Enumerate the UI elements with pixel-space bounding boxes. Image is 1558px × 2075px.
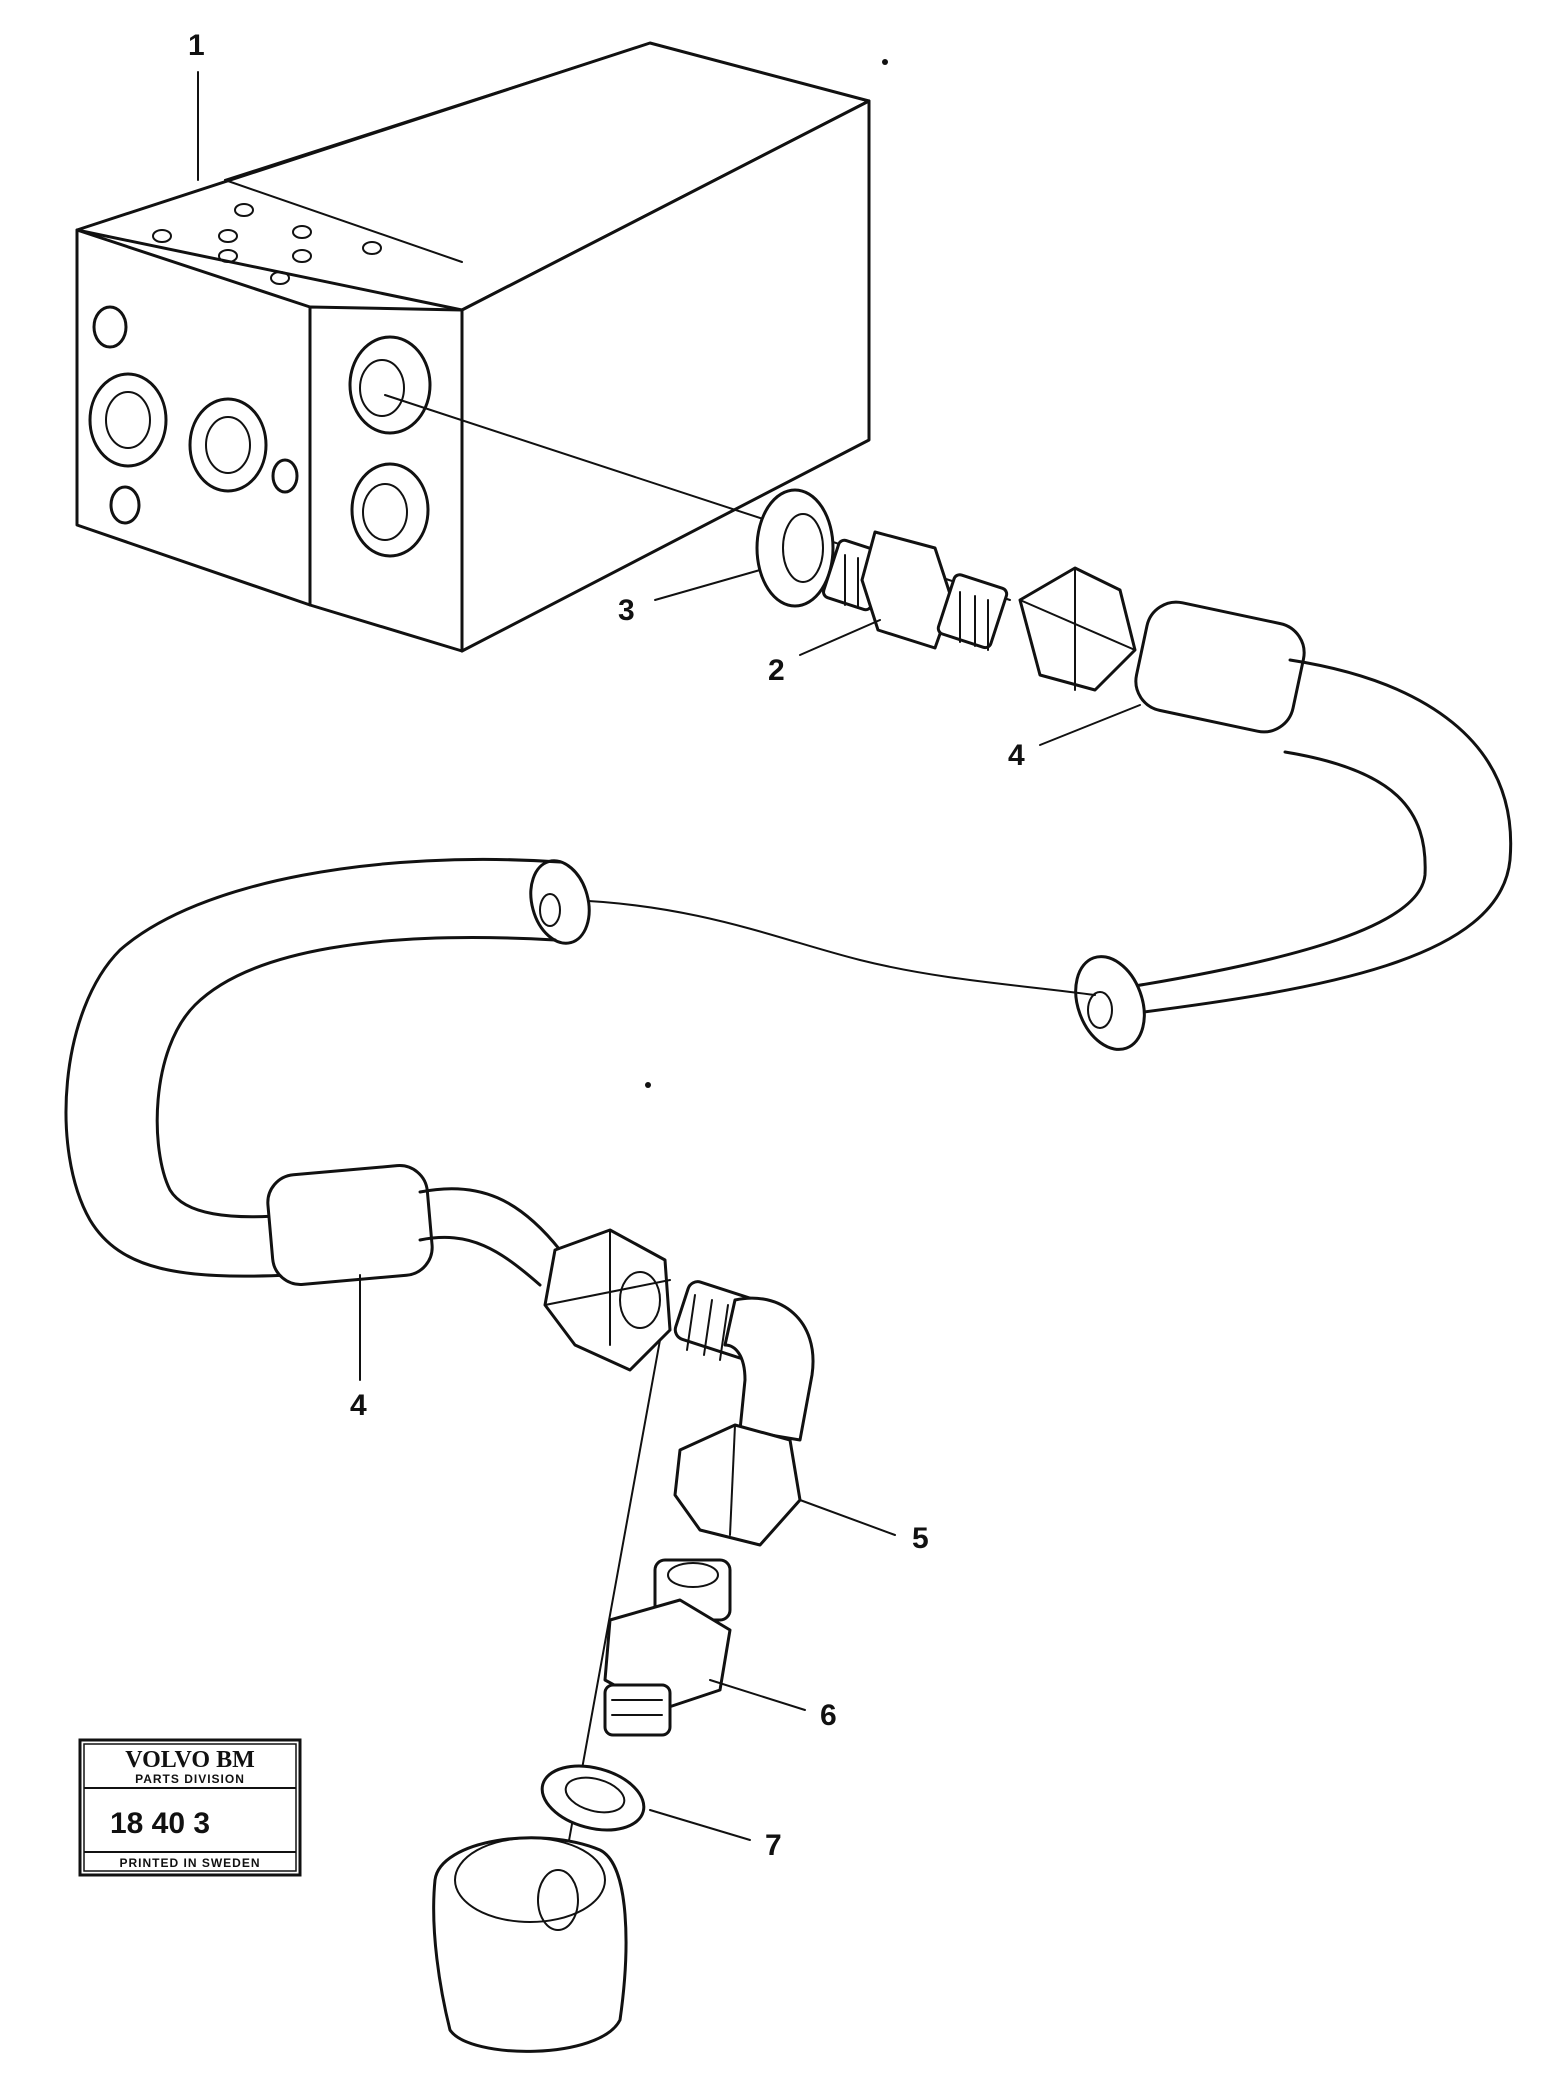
label-part-4-lower: 4	[350, 1389, 367, 1422]
adapter-nipple-lower	[603, 1558, 732, 1737]
stamp-division: PARTS DIVISION	[135, 1772, 245, 1786]
speck	[882, 59, 888, 65]
receiving-port	[432, 1836, 628, 2053]
label-part-2: 2	[768, 654, 785, 687]
stamp-printed: PRINTED IN SWEDEN	[119, 1856, 260, 1870]
label-part-1: 1	[188, 29, 205, 62]
volvo-bm-stamp: VOLVO BM PARTS DIVISION 18 40 3 PRINTED …	[78, 1738, 302, 1877]
valve-block	[75, 41, 871, 653]
elbow-fitting	[673, 1280, 815, 1547]
label-part-4-upper: 4	[1008, 739, 1025, 772]
hose-break-line	[569, 899, 1096, 996]
label-part-3: 3	[618, 594, 635, 627]
seal-washer-upper	[755, 488, 835, 608]
label-part-6: 6	[820, 1699, 837, 1732]
adapter-nipple-upper	[822, 530, 1009, 651]
left-face-ports	[88, 305, 299, 525]
speck	[645, 1082, 651, 1088]
hose-assembly-upper	[1018, 566, 1513, 1051]
seal-washer-lower	[540, 1764, 646, 1832]
leader-lines	[197, 71, 1141, 1841]
stamp-number: 18 40 3	[110, 1807, 210, 1840]
label-part-7: 7	[765, 1829, 782, 1862]
front-face-ports	[348, 335, 432, 558]
hose-assembly-lower	[64, 857, 672, 1372]
top-holes	[152, 203, 382, 285]
label-part-5: 5	[912, 1522, 929, 1555]
stamp-brand: VOLVO BM	[125, 1747, 255, 1773]
part-number-labels: 1 3 2 4 4 5 6 7	[188, 29, 1025, 1862]
